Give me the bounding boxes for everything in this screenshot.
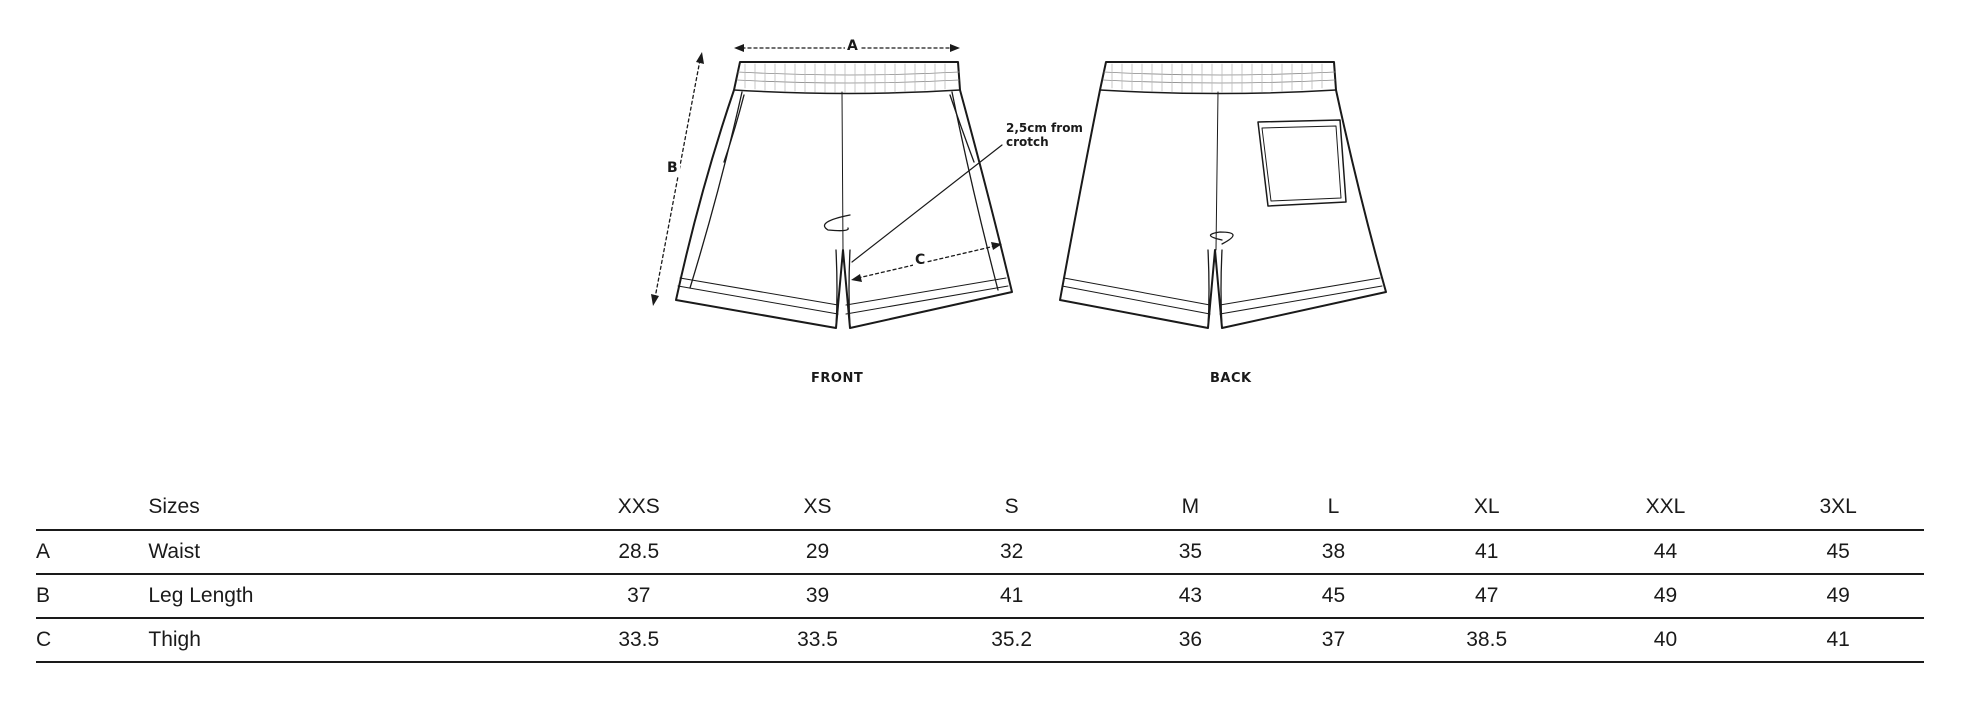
header-size-s: S	[1004, 495, 1019, 518]
value-cell: 39	[805, 584, 830, 607]
table-row: A Waist 28.5 29 32 35 38 41 44 45	[36, 530, 1924, 574]
value-cell: 37	[627, 584, 651, 607]
shorts-diagram: A B C 2,5cm from crotch FRONT BACK	[651, 38, 1387, 386]
row-code: C	[36, 628, 52, 651]
header-size-3xl: 3XL	[1819, 495, 1857, 518]
table-row: C Thigh 33.5 33.5 35.2 36 37 38.5 40 41	[36, 618, 1924, 662]
value-cell: 32	[999, 540, 1024, 563]
value-cell: 35	[1178, 540, 1203, 563]
value-cell: 43	[1178, 584, 1203, 607]
dimension-label-a: A	[845, 38, 860, 54]
crotch-note-line-1: 2,5cm from	[1006, 121, 1083, 135]
value-cell: 41	[1826, 628, 1850, 651]
value-cell: 45	[1826, 540, 1850, 563]
header-size-l: L	[1327, 495, 1340, 518]
crotch-note-line-2: crotch	[1006, 135, 1049, 149]
header-size-xl: XL	[1473, 495, 1500, 518]
header-size-xxs: XXS	[617, 495, 660, 518]
row-name: Thigh	[148, 628, 201, 651]
header-size-xxl: XXL	[1645, 495, 1686, 518]
value-cell: 49	[1653, 584, 1678, 607]
value-cell: 35.2	[991, 628, 1033, 651]
row-name: Leg Length	[148, 584, 254, 607]
value-cell: 38.5	[1466, 628, 1508, 651]
value-cell: 36	[1178, 628, 1203, 651]
value-cell: 33.5	[618, 628, 660, 651]
value-cell: 28.5	[618, 540, 660, 563]
value-cell: 37	[1321, 628, 1346, 651]
table-row: B Leg Length 37 39 41 43 45 47 49 49	[36, 574, 1924, 618]
dimension-label-b: B	[665, 160, 680, 176]
value-cell: 40	[1653, 628, 1678, 651]
header-size-xs: XS	[803, 495, 832, 518]
value-cell: 33.5	[797, 628, 838, 651]
row-code: B	[36, 584, 51, 607]
value-cell: 45	[1321, 584, 1346, 607]
value-cell: 41	[1475, 540, 1499, 563]
value-cell: 47	[1475, 584, 1499, 607]
value-cell: 41	[999, 584, 1024, 607]
dimension-arrowheads	[651, 44, 1002, 306]
value-cell: 44	[1653, 540, 1678, 563]
crotch-note: 2,5cm from crotch	[1006, 121, 1096, 149]
shorts-illustration	[651, 44, 1387, 329]
row-name: Waist	[148, 540, 201, 563]
dimension-label-c: C	[913, 252, 928, 268]
header-code-cell	[36, 485, 148, 530]
back-label: BACK	[1210, 371, 1252, 386]
table-header-row: Sizes XXS XS S M L XL XXL 3XL	[36, 485, 1924, 530]
size-chart-table: Sizes XXS XS S M L XL XXL 3XL A Waist 28…	[36, 485, 1924, 663]
row-code: A	[36, 540, 51, 563]
value-cell: 29	[805, 540, 830, 563]
header-sizes-label: Sizes	[148, 495, 200, 518]
front-label: FRONT	[811, 371, 864, 386]
header-size-m: M	[1181, 495, 1200, 518]
value-cell: 49	[1826, 584, 1850, 607]
back-shorts-drawing	[1059, 61, 1387, 329]
front-shorts-drawing	[675, 61, 1013, 329]
value-cell: 38	[1321, 540, 1346, 563]
